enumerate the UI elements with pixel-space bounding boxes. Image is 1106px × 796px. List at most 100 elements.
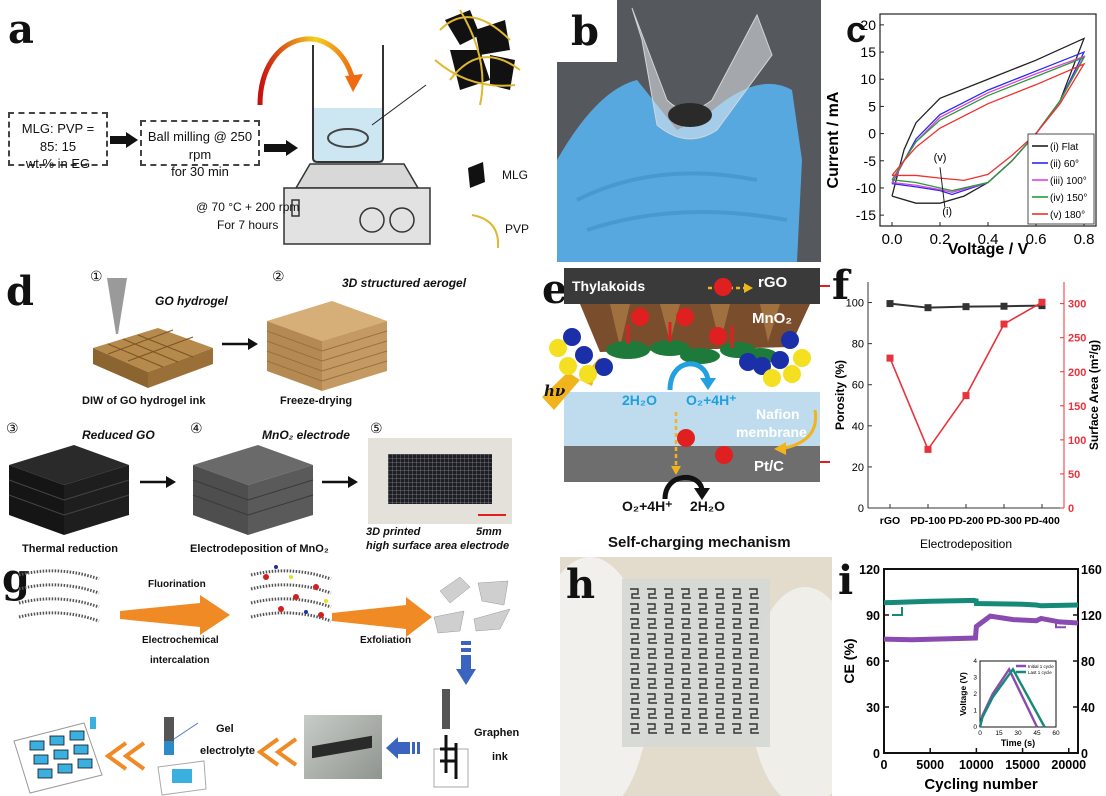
surface-area-point — [886, 354, 894, 362]
microsupercapacitor-unit — [664, 708, 674, 719]
nozzle-icon — [107, 278, 127, 334]
y-tick-label: 20 — [852, 462, 864, 474]
microsupercapacitor-unit — [698, 633, 708, 644]
capacity-line — [883, 613, 1079, 643]
y2-tick-label: 160 — [1081, 563, 1102, 577]
microsupercapacitor-unit — [732, 663, 742, 674]
panel-b-photo: b — [557, 0, 821, 262]
gel-electrolyte-dispense-icon — [157, 717, 207, 796]
ptc-label: Pt/C — [754, 458, 784, 475]
mno2-electrode-lattice — [192, 445, 314, 535]
y-axis-label: CE (%) — [841, 638, 857, 683]
panel-d: d ① GO hydrogel DIW of GO hydrogel ink ②… — [0, 262, 556, 557]
microsupercapacitor-unit — [715, 633, 725, 644]
microsupercapacitor-unit — [749, 618, 759, 629]
y-tick-label: 0 — [868, 126, 876, 142]
microsupercapacitor-unit — [715, 618, 725, 629]
mno2-electrode-callout: MnO₂ electrode — [262, 428, 350, 442]
cv-curve-5 — [891, 62, 1086, 181]
aerogel-callout: 3D structured aerogel — [342, 276, 467, 290]
y2-tick-label: 0 — [1068, 503, 1074, 515]
microsupercapacitor-unit — [715, 723, 725, 734]
flexible-array-photo — [560, 557, 832, 796]
microsupercapacitor-unit — [630, 603, 640, 614]
microsupercapacitor-unit — [732, 678, 742, 689]
microsupercapacitor-unit — [681, 663, 691, 674]
y2-tick-label: 80 — [1081, 655, 1095, 669]
step-5-caption-line1: 3D printed — [366, 526, 421, 538]
ball-milling-text: Ball milling @ 250 rpm — [147, 129, 253, 162]
microsupercapacitor-unit — [647, 723, 657, 734]
self-charging-caption: Self-charging mechanism — [608, 534, 791, 551]
microsupercapacitor-unit — [732, 723, 742, 734]
ink-label: ink — [492, 751, 508, 763]
microsupercapacitor-unit — [698, 708, 708, 719]
microsupercapacitor-unit — [698, 588, 708, 599]
inset-x-tick-label: 60 — [1052, 730, 1060, 737]
y-tick-label: 120 — [859, 563, 880, 577]
microsupercapacitor-unit — [715, 663, 725, 674]
microsupercapacitor-unit — [732, 588, 742, 599]
panel-label-e: e — [542, 266, 568, 313]
microsupercapacitor-unit — [698, 648, 708, 659]
microsupercapacitor-unit — [630, 708, 640, 719]
pvp-legend-icon — [471, 214, 500, 249]
microsupercapacitor-unit — [647, 648, 657, 659]
microsupercapacitor-unit — [630, 588, 640, 599]
y-tick-label: 40 — [852, 421, 864, 433]
microsupercapacitor-unit — [749, 723, 759, 734]
y2-axis-label: Surface Area (m²/g) — [1087, 340, 1101, 450]
microsupercapacitor-unit — [630, 663, 640, 674]
y-tick-label: -15 — [856, 207, 876, 223]
y-tick-label: 10 — [860, 71, 876, 87]
surface-area-point — [1038, 298, 1046, 306]
graphene-label: Graphen — [474, 727, 520, 739]
x-tick-label: 0.4 — [978, 231, 999, 248]
mno2-label: MnO₂ — [752, 310, 792, 327]
x-tick-label: rGO — [880, 515, 900, 527]
orange-arrow-icon — [120, 595, 230, 635]
microsupercapacitor-unit — [698, 693, 708, 704]
membrane-label: membrane — [736, 424, 807, 440]
microsupercapacitor-unit — [749, 633, 759, 644]
panel-label-c: c — [846, 9, 867, 50]
fluorinated-graphite-icon — [250, 565, 332, 623]
y2-tick-label: 100 — [1068, 435, 1086, 447]
panel-label-d: d — [6, 268, 34, 315]
surface-area-line — [889, 301, 1043, 452]
inset-x-tick-label: 15 — [995, 730, 1003, 737]
annotation-pointer — [939, 167, 946, 208]
inset-legend-label: Initial 1 cycle — [1028, 664, 1054, 669]
x-tick-label: 20000 — [1051, 758, 1086, 772]
step-2-caption: Freeze-drying — [280, 395, 353, 407]
step-4-caption: Electrodeposition of MnO₂ — [190, 543, 329, 555]
microsupercapacitor-unit — [664, 678, 674, 689]
panel-label-h: h — [566, 561, 596, 608]
y2-tick-label: 150 — [1068, 401, 1086, 413]
x-tick-label: 0.6 — [1026, 231, 1047, 248]
exfoliation-label: Exfoliation — [360, 635, 412, 646]
microsupercapacitor-unit — [664, 723, 674, 734]
orange-double-chevron-icon — [104, 741, 146, 771]
microsupercapacitor-unit — [664, 693, 674, 704]
bottom-oxygen-protons-label: O₂+4H⁺ — [622, 498, 673, 514]
microsupercapacitor-unit — [664, 648, 674, 659]
arrow-right-icon — [322, 476, 358, 488]
ball-milling-duration: for 30 min — [171, 164, 229, 180]
inset-x-tick-label: 45 — [1033, 730, 1041, 737]
microsupercapacitor-unit — [698, 678, 708, 689]
y-tick-label: 100 — [846, 298, 864, 310]
microsupercapacitor-unit — [698, 723, 708, 734]
legend-label: (iv) 150° — [1050, 193, 1087, 204]
legend-label: (i) Flat — [1050, 142, 1079, 153]
inset-y-tick-label: 4 — [973, 658, 977, 665]
y-axis-label: Current / mA — [825, 91, 842, 188]
inset-curve-2 — [978, 667, 1046, 728]
reduced-go-lattice — [8, 445, 130, 535]
legend-label: (v) 180° — [1050, 210, 1085, 221]
microsupercapacitor-unit — [749, 603, 759, 614]
step-1-number: ① — [90, 268, 103, 284]
